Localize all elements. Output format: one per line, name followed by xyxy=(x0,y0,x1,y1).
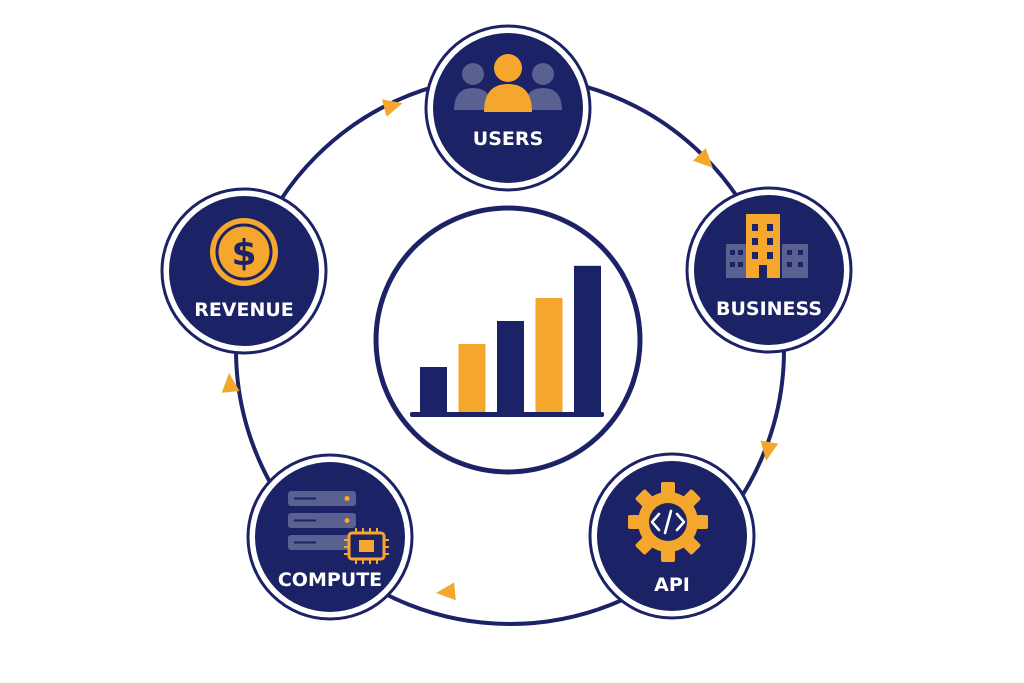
chart-bar xyxy=(535,298,563,413)
node-users: USERS xyxy=(424,24,592,192)
chart-bar xyxy=(574,265,601,413)
node-label-users: USERS xyxy=(473,128,543,150)
node-business: BUSINESS xyxy=(685,186,853,354)
chart-bar xyxy=(420,367,447,413)
node-api: API xyxy=(588,452,756,620)
bar-chart-icon xyxy=(420,265,601,413)
arrow-api-to-compute xyxy=(436,582,456,601)
node-revenue: $ REVENUE xyxy=(160,187,328,355)
node-label-compute: COMPUTE xyxy=(278,569,382,591)
chart-bar xyxy=(458,344,486,413)
server-chip-icon xyxy=(288,491,389,564)
center-chart xyxy=(373,205,643,475)
node-label-business: BUSINESS xyxy=(716,298,822,320)
arrow-compute-to-revenue xyxy=(221,373,240,393)
arrow-business-to-api xyxy=(760,440,779,461)
node-label-api: API xyxy=(654,574,690,596)
arrow-revenue-to-users xyxy=(381,99,403,117)
users-icon xyxy=(454,54,562,112)
buildings-icon xyxy=(726,214,808,278)
dollar-coin-icon: $ xyxy=(210,218,278,286)
flow-arrows xyxy=(221,99,779,601)
code-gear-icon xyxy=(628,482,708,562)
node-compute: COMPUTE xyxy=(246,453,414,621)
chart-baseline xyxy=(410,412,604,417)
svg-text:$: $ xyxy=(231,233,256,274)
arrow-users-to-business xyxy=(692,147,713,168)
chart-bar xyxy=(497,321,524,413)
node-label-revenue: REVENUE xyxy=(194,299,294,321)
